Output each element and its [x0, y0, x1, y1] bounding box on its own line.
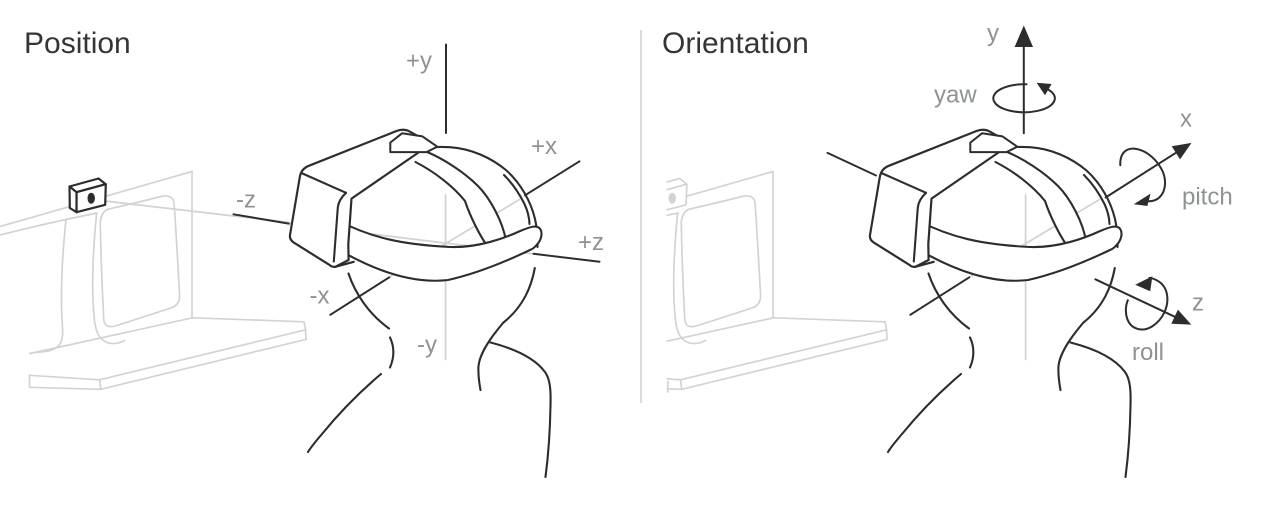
- svg-text:x: x: [1180, 106, 1192, 133]
- svg-text:+z: +z: [578, 229, 604, 256]
- svg-text:+x: +x: [531, 133, 557, 160]
- svg-text:roll: roll: [1132, 339, 1164, 366]
- svg-text:Position: Position: [24, 27, 131, 60]
- svg-text:-y: -y: [417, 332, 437, 359]
- svg-text:-z: -z: [236, 187, 256, 214]
- svg-text:-x: -x: [310, 283, 330, 310]
- svg-text:+y: +y: [406, 48, 432, 75]
- svg-text:y: y: [987, 20, 999, 47]
- svg-text:pitch: pitch: [1182, 184, 1233, 211]
- svg-text:z: z: [1192, 290, 1204, 317]
- svg-text:yaw: yaw: [934, 82, 977, 109]
- svg-text:Orientation: Orientation: [662, 27, 809, 60]
